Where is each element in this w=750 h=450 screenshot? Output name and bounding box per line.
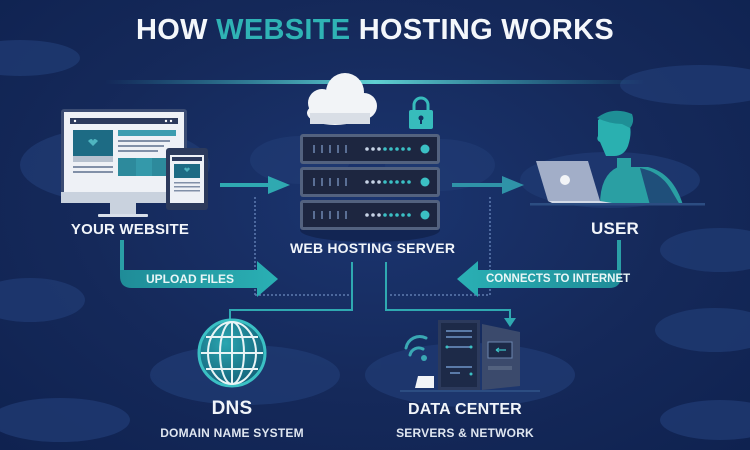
vent-slot	[329, 178, 331, 186]
title-underline	[105, 80, 645, 84]
connects-internet-label: CONNECTS TO INTERNET	[486, 273, 631, 285]
status-led	[371, 213, 375, 217]
vent-slot	[345, 145, 347, 153]
website-label: YOUR WEBSITE	[70, 221, 190, 238]
status-led	[401, 213, 405, 217]
status-led	[395, 147, 399, 151]
title-accent: WEBSITE	[216, 14, 351, 46]
cloud-icon	[307, 73, 377, 125]
status-led	[401, 180, 405, 184]
globe-icon	[197, 318, 267, 388]
status-led	[365, 147, 369, 151]
upload-files-flow	[120, 240, 278, 297]
power-indicator	[420, 177, 430, 187]
status-led	[365, 213, 369, 217]
vent-slot	[321, 178, 323, 186]
status-led	[371, 147, 375, 151]
status-led	[377, 180, 381, 184]
vent-slot	[321, 211, 323, 219]
status-led	[401, 147, 405, 151]
server-to-datacenter-line	[385, 262, 516, 327]
status-led	[377, 147, 381, 151]
vent-slot	[337, 178, 339, 186]
vent-slot	[321, 145, 323, 153]
status-led	[407, 147, 411, 151]
server-to-dns-line	[229, 262, 353, 322]
vent-slot	[345, 178, 347, 186]
status-led	[377, 213, 381, 217]
status-led	[389, 180, 393, 184]
data-center-icon	[400, 320, 540, 392]
title-suffix: HOSTING WORKS	[358, 14, 614, 46]
vent-slot	[329, 211, 331, 219]
server-label: WEB HOSTING SERVER	[290, 240, 456, 256]
upload-files-label: UPLOAD FILES	[146, 272, 235, 286]
lock-icon	[409, 96, 433, 129]
status-led	[383, 213, 387, 217]
arrow-website-to-server	[220, 176, 290, 194]
user-label: USER	[590, 219, 640, 238]
monitor-and-tablet-icon	[61, 109, 208, 217]
arrow-server-to-user	[452, 176, 524, 194]
dns-label: DNS	[211, 398, 253, 419]
status-led	[365, 180, 369, 184]
status-led	[395, 180, 399, 184]
vent-slot	[337, 145, 339, 153]
title-prefix: HOW	[136, 14, 208, 46]
status-led	[389, 213, 393, 217]
status-led	[371, 180, 375, 184]
power-indicator	[420, 210, 430, 220]
status-led	[407, 213, 411, 217]
page-title: HOW WEBSITE HOSTING WORKS	[0, 14, 750, 47]
vent-slot	[337, 211, 339, 219]
vent-slot	[329, 145, 331, 153]
server-rack-icon	[300, 134, 440, 242]
datacenter-label: DATA CENTER	[408, 401, 522, 418]
vent-slot	[345, 211, 347, 219]
vent-slot	[313, 178, 315, 186]
person-with-laptop-icon	[530, 110, 705, 206]
datacenter-sublabel: SERVERS & NETWORK	[396, 426, 534, 440]
vent-slot	[313, 145, 315, 153]
dns-sublabel: DOMAIN NAME SYSTEM	[160, 426, 304, 440]
status-led	[383, 147, 387, 151]
status-led	[389, 147, 393, 151]
connects-internet-flow	[457, 240, 621, 297]
power-indicator	[420, 144, 430, 154]
status-led	[407, 180, 411, 184]
status-led	[383, 180, 387, 184]
status-led	[395, 213, 399, 217]
vent-slot	[313, 211, 315, 219]
